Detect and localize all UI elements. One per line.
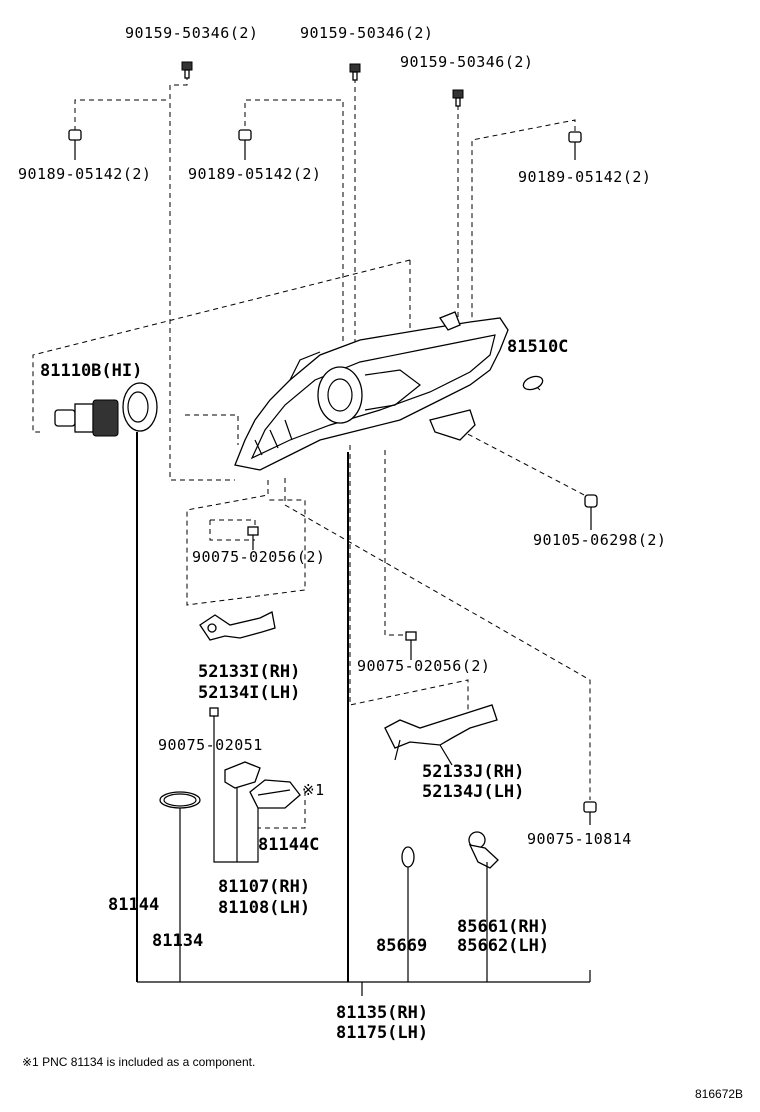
label-bracket-right-rh: 52133J(RH): [422, 762, 524, 782]
label-assembly-lh: 81175(LH): [336, 1023, 428, 1043]
label-screw-bracket-left: 90075-02056(2): [192, 548, 325, 566]
figure-code: 816672B: [695, 1087, 743, 1101]
screw-icon-bracket-left: [247, 526, 259, 545]
screw-icon-small: [209, 707, 219, 728]
ballast-icon: [224, 761, 261, 789]
screw-icon-lower: [583, 801, 597, 825]
label-screw-bracket-right: 90075-02056(2): [357, 657, 490, 675]
label-bolt-b: 90159-50346(2): [300, 24, 433, 42]
gasket-icon: [122, 382, 158, 432]
oring-icon: [159, 791, 201, 809]
dashed-leaders: [32, 75, 591, 829]
label-ballast-lh: 81108(LH): [218, 898, 310, 918]
bolt-icon-a: [181, 61, 193, 79]
headlamp-housing: [234, 311, 509, 471]
label-bolt-a: 90159-50346(2): [125, 24, 258, 42]
label-bulb-socket-rh: 85661(RH): [457, 917, 549, 937]
label-bracket-right-lh: 52134J(LH): [422, 782, 524, 802]
label-bolt-c: 90159-50346(2): [400, 53, 533, 71]
label-screw-lower: 90075-10814: [527, 830, 632, 848]
label-screw-a: 90189-05142(2): [18, 165, 151, 183]
label-assembly-rh: 81135(RH): [336, 1003, 428, 1023]
bolt-icon-c: [452, 89, 464, 107]
side-bulb-icon: [522, 375, 544, 391]
label-cover: 81144C: [258, 835, 319, 855]
footnote: ※1 PNC 81134 is included as a component.: [22, 1055, 255, 1069]
label-screw-small: 90075-02051: [158, 736, 263, 754]
socket-icon: [401, 846, 415, 868]
label-socket: 85669: [376, 936, 427, 956]
label-hi-bulb: 81110B(HI): [40, 361, 142, 381]
label-screw-b: 90189-05142(2): [188, 165, 321, 183]
label-oring: 81134: [152, 931, 203, 951]
label-bulb-socket-lh: 85662(LH): [457, 936, 549, 956]
screw-icon-a: [68, 129, 82, 160]
screw-icon-c: [568, 131, 582, 160]
hi-bulb-icon: [54, 399, 119, 437]
clip-icon: [584, 494, 598, 525]
solid-leaders: [136, 432, 592, 996]
screw-icon-bracket-right: [405, 631, 417, 652]
label-gasket: 81144: [108, 895, 159, 915]
cover-icon: [249, 779, 301, 809]
bolt-icon-b: [349, 63, 361, 81]
bracket-right-icon: [384, 704, 498, 766]
label-note-mark: ※1: [302, 781, 325, 799]
label-bracket-left-lh: 52134I(LH): [198, 683, 300, 703]
label-screw-c: 90189-05142(2): [518, 168, 651, 186]
label-clip-right: 90105-06298(2): [533, 531, 666, 549]
screw-icon-b: [238, 129, 252, 160]
label-bracket-left-rh: 52133I(RH): [198, 662, 300, 682]
label-side-bulb: 81510C: [507, 337, 568, 357]
label-ballast-rh: 81107(RH): [218, 877, 310, 897]
bracket-left-icon: [199, 611, 276, 641]
bulb-socket-icon: [468, 831, 499, 869]
